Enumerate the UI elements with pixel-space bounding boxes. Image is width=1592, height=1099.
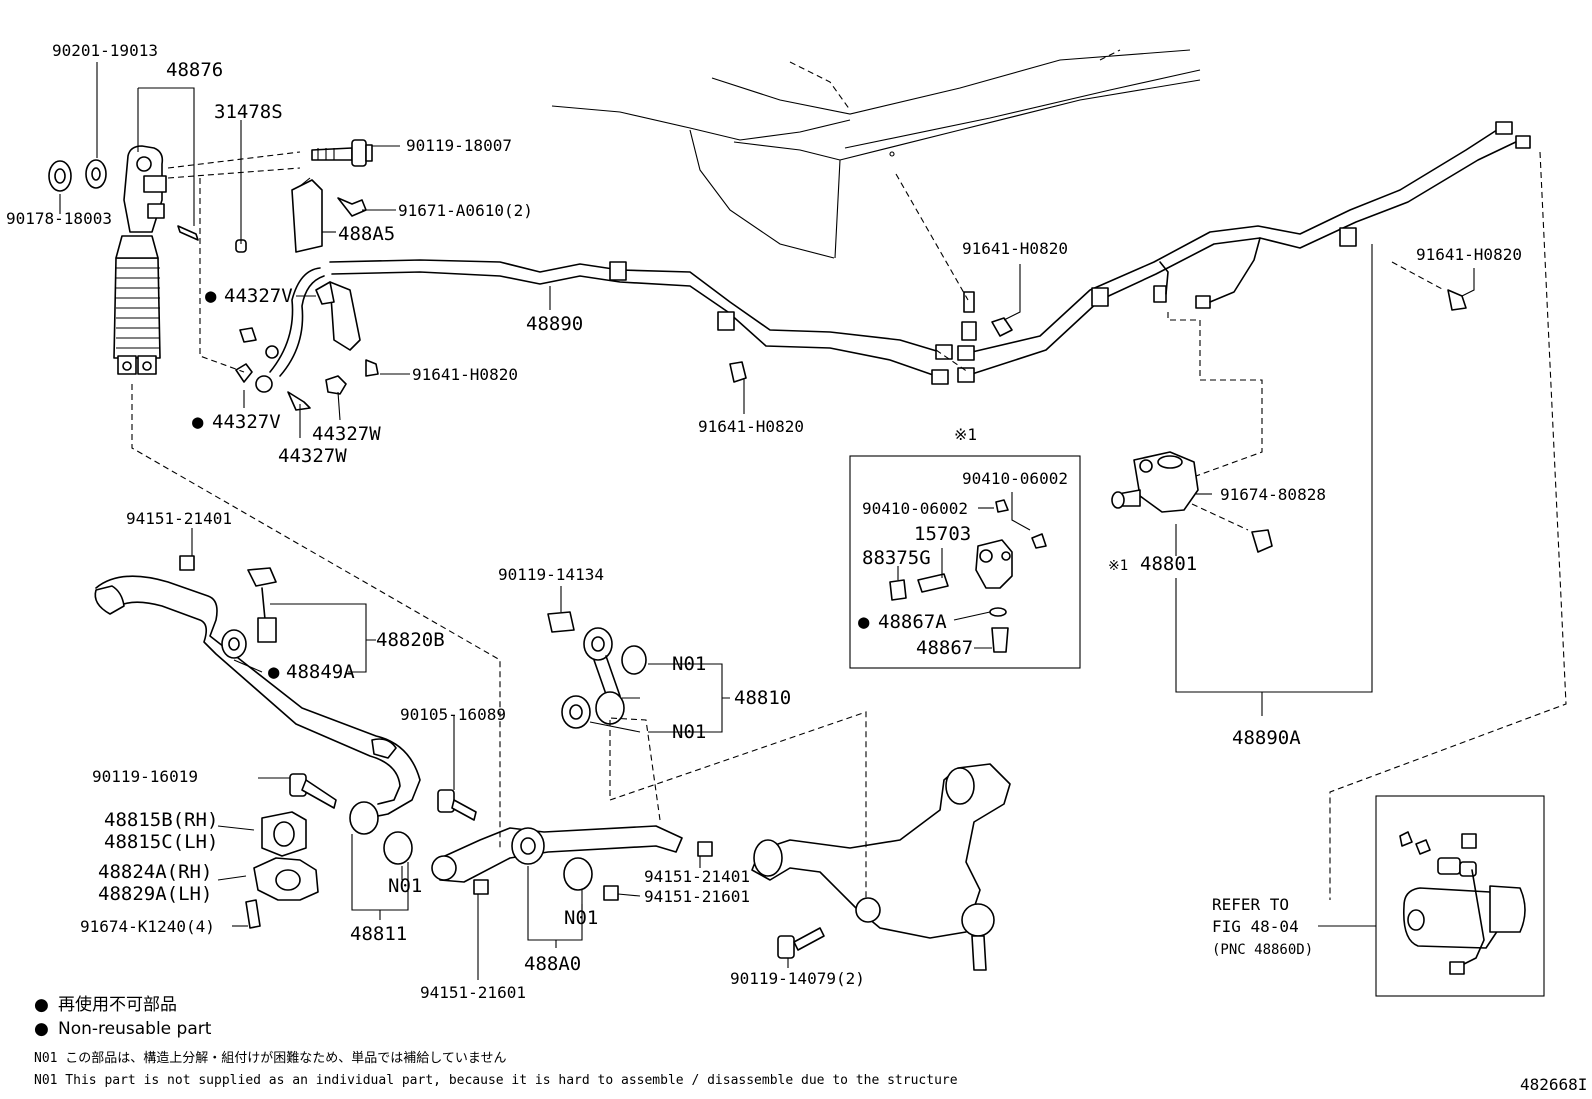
label-91674-80828: 91674-80828 bbox=[1220, 485, 1326, 504]
label-94151-21401-a: 94151-21401 bbox=[126, 509, 232, 528]
washer-90201-19013 bbox=[85, 159, 107, 189]
label-488A0: 488A0 bbox=[524, 953, 581, 975]
label-48829A: 48829A(LH) bbox=[98, 883, 212, 905]
bushing-48815 bbox=[261, 811, 307, 857]
label-90119-14079: 90119-14079(2) bbox=[730, 969, 865, 988]
bracket-48824A bbox=[245, 857, 319, 929]
label-90119-14134: 90119-14134 bbox=[498, 565, 604, 584]
label-15703: 15703 bbox=[914, 523, 971, 545]
label-48820B: 48820B bbox=[376, 629, 445, 651]
detail-box bbox=[849, 455, 1081, 669]
label-94151-21401-b: 94151-21401 bbox=[644, 867, 750, 886]
label-91674-K1240: 91674-K1240(4) bbox=[80, 917, 215, 936]
note-n01-en: N01 This part is not supplied as an indi… bbox=[34, 1073, 958, 1088]
hydraulic-lines-48890 bbox=[329, 121, 1531, 385]
label-N01-a: N01 bbox=[672, 653, 706, 675]
bolts-91641-H0820 bbox=[729, 289, 1467, 383]
bolt-90119-18007 bbox=[311, 139, 373, 167]
label-44327W-a: 44327W bbox=[312, 423, 381, 445]
label-48867: 48867 bbox=[916, 637, 973, 659]
legend: ● 再使用不可部品 ● Non-reusable part bbox=[34, 994, 212, 1039]
label-44327V-a: 44327V bbox=[224, 285, 293, 307]
stabilizer-link-48820B bbox=[179, 555, 277, 659]
lower-control-arm bbox=[751, 763, 1011, 971]
link-48810 bbox=[547, 611, 647, 729]
valve-48801 bbox=[1111, 451, 1273, 553]
nut-90178-18003 bbox=[48, 160, 72, 192]
refer-line-3: (PNC 48860D) bbox=[1212, 942, 1313, 958]
sensor-link-area bbox=[235, 267, 361, 393]
notes: N01 この部品は、構造上分解・組付けが困難なため、単品では補給していません N… bbox=[34, 1050, 1587, 1094]
label-N01-d: N01 bbox=[564, 907, 598, 929]
label-48801: 48801 bbox=[1140, 553, 1197, 575]
label-91641-H0820-c: 91641-H0820 bbox=[962, 239, 1068, 258]
label-48811: 48811 bbox=[350, 923, 407, 945]
ref-mark-48801: ※1 bbox=[1108, 558, 1128, 574]
label-88375G: 88375G bbox=[862, 547, 931, 569]
small-bolts-strut bbox=[177, 197, 379, 411]
label-91671-A0610: 91671-A0610(2) bbox=[398, 201, 533, 220]
label-44327W-b: 44327W bbox=[278, 445, 347, 467]
vehicle-body-outline bbox=[551, 49, 1201, 259]
label-48815B: 48815B(RH) bbox=[104, 809, 218, 831]
legend-bullet-en: ● bbox=[34, 1019, 49, 1039]
dashed-reference-lines bbox=[131, 151, 1567, 900]
label-90178-18003: 90178-18003 bbox=[6, 209, 112, 228]
part-labels: 90201-19013 48876 31478S 90178-18003 901… bbox=[6, 41, 1522, 1002]
actuator-refer-box bbox=[1375, 795, 1545, 997]
label-N01-b: N01 bbox=[672, 721, 706, 743]
bullet-48849A: ● bbox=[268, 661, 280, 683]
note-n01-ja: N01 この部品は、構造上分解・組付けが困難なため、単品では補給していません bbox=[34, 1050, 507, 1066]
leader-lines bbox=[59, 62, 1475, 980]
label-90105-16089: 90105-16089 bbox=[400, 705, 506, 724]
legend-bullet-ja: ● bbox=[34, 995, 49, 1015]
label-91641-H0820-a: 91641-H0820 bbox=[412, 365, 518, 384]
label-94151-21601-a: 94151-21601 bbox=[644, 887, 750, 906]
strut-assembly-48876 bbox=[113, 145, 167, 375]
label-48890: 48890 bbox=[526, 313, 583, 335]
legend-en: Non-reusable part bbox=[58, 1019, 212, 1039]
label-90119-18007: 90119-18007 bbox=[406, 136, 512, 155]
label-N01-c: N01 bbox=[388, 875, 422, 897]
figure-id: 482668I bbox=[1520, 1075, 1587, 1094]
label-90410-06002-a: 90410-06002 bbox=[962, 469, 1068, 488]
legend-ja: 再使用不可部品 bbox=[58, 994, 177, 1015]
ref-mark-detail: ※1 bbox=[954, 425, 977, 444]
label-90410-06002-b: 90410-06002 bbox=[862, 499, 968, 518]
label-94151-21601-b: 94151-21601 bbox=[420, 983, 526, 1002]
label-48876: 48876 bbox=[166, 59, 223, 81]
label-91641-H0820-b: 91641-H0820 bbox=[698, 417, 804, 436]
label-91641-H0820-d: 91641-H0820 bbox=[1416, 245, 1522, 264]
stabilizer-bar bbox=[94, 575, 421, 835]
label-48849A: 48849A bbox=[286, 661, 355, 683]
label-488A5: 488A5 bbox=[338, 223, 395, 245]
label-48815C: 48815C(LH) bbox=[104, 831, 218, 853]
bullet-44327V-b: ● bbox=[192, 411, 204, 433]
arm-488A0 bbox=[383, 825, 713, 901]
refer-line-1: REFER TO bbox=[1212, 895, 1289, 914]
bullet-44327V-a: ● bbox=[205, 285, 217, 307]
label-31478S: 31478S bbox=[214, 101, 283, 123]
label-48890A: 48890A bbox=[1232, 727, 1301, 749]
label-48867A: 48867A bbox=[878, 611, 947, 633]
label-48810: 48810 bbox=[734, 687, 791, 709]
bullet-48867A: ● bbox=[858, 611, 870, 633]
bolt-90119-16019 bbox=[289, 773, 337, 809]
label-90201-19013: 90201-19013 bbox=[52, 41, 158, 60]
label-90119-16019: 90119-16019 bbox=[92, 767, 198, 786]
label-48824A: 48824A(RH) bbox=[98, 861, 212, 883]
bracket-488A5 bbox=[291, 177, 323, 253]
bolt-90105-16089 bbox=[437, 789, 477, 821]
refer-line-2: FIG 48-04 bbox=[1212, 917, 1299, 936]
label-44327V-b: 44327V bbox=[212, 411, 281, 433]
